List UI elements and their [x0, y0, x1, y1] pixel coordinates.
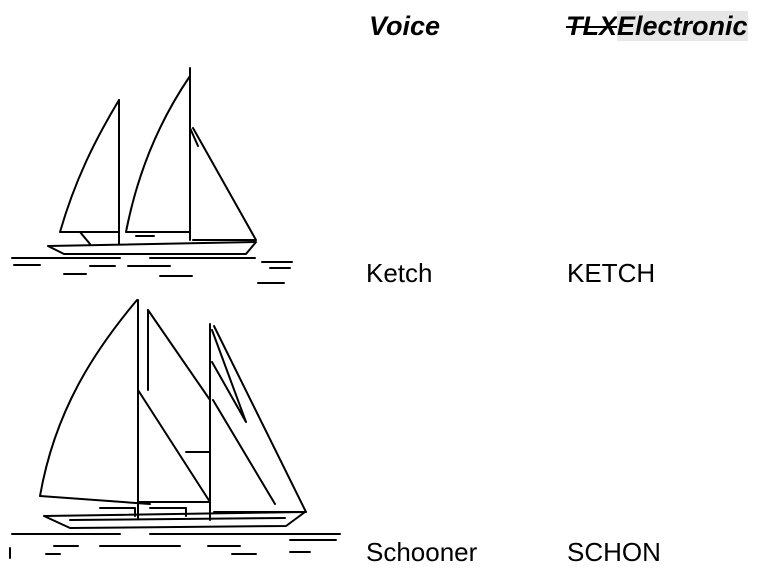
column-header-voice: Voice: [369, 11, 441, 41]
schooner-tlx-code: SCHON: [567, 537, 661, 567]
struck-tlx-text: TLX: [566, 11, 617, 41]
ketch-tlx-code: KETCH: [567, 258, 656, 288]
column-header-electronic: TLXElectronic: [566, 8, 748, 44]
ketch-voice-label: Ketch: [366, 258, 433, 288]
electronic-label: Electronic: [617, 11, 748, 41]
schooner-voice-label: Schooner: [366, 537, 478, 567]
schooner-illustration: [9, 299, 341, 559]
ketch-illustration: [11, 67, 293, 284]
